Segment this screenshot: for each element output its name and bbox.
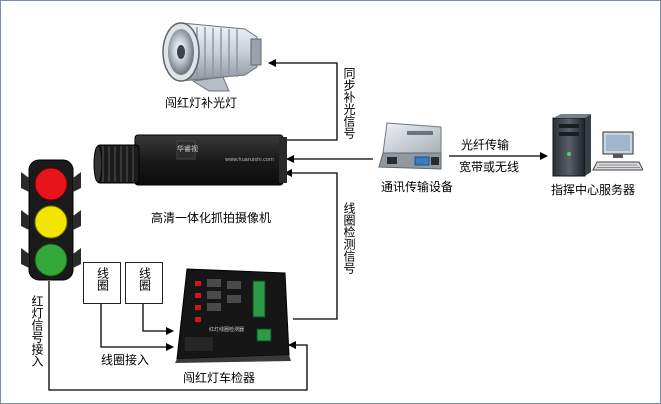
comm-device-icon (378, 122, 442, 170)
coil-input-label: 线圈接入 (101, 353, 150, 367)
coil-2-label: 线圈 (137, 267, 152, 291)
coil-box-1: 线圈 (83, 262, 121, 304)
sync-signal-line (268, 59, 338, 141)
coil-1-label: 线圈 (95, 267, 110, 291)
fiber-label: 光纤传输 (461, 138, 510, 152)
red-signal-line (48, 281, 308, 391)
detector-label: 闯红灯车检器 (183, 371, 256, 385)
camera-brand-text: 华睿视 (177, 145, 198, 153)
flash-light-label: 闯红灯补光灯 (165, 96, 238, 110)
server-label: 指挥中心服务器 (551, 183, 636, 197)
camera-label: 高清一体化抓拍摄像机 (151, 211, 272, 225)
camera-url-text: www.huaruishi.com (225, 157, 274, 163)
coil-2-line (142, 304, 174, 335)
coil-1-line (100, 304, 174, 351)
server-icon (552, 114, 643, 177)
sync-signal-label: 同步补光信号 (342, 67, 356, 139)
coil-detect-signal-line (284, 169, 338, 320)
coil-box-2: 线圈 (125, 262, 163, 304)
detector-icon (175, 268, 291, 363)
camera-icon (93, 134, 287, 186)
flash-light-icon (162, 22, 262, 92)
traffic-light-icon (21, 159, 81, 281)
red-signal-input-label: 红灯信号接入 (30, 295, 44, 367)
broadband-label: 宽带或无线 (459, 160, 520, 174)
coil-detect-signal-label: 线圈检测信号 (342, 202, 356, 274)
detector-panel-text: 红灯线圈检测器 (209, 327, 245, 333)
comm-device-label: 通讯传输设备 (381, 180, 454, 194)
